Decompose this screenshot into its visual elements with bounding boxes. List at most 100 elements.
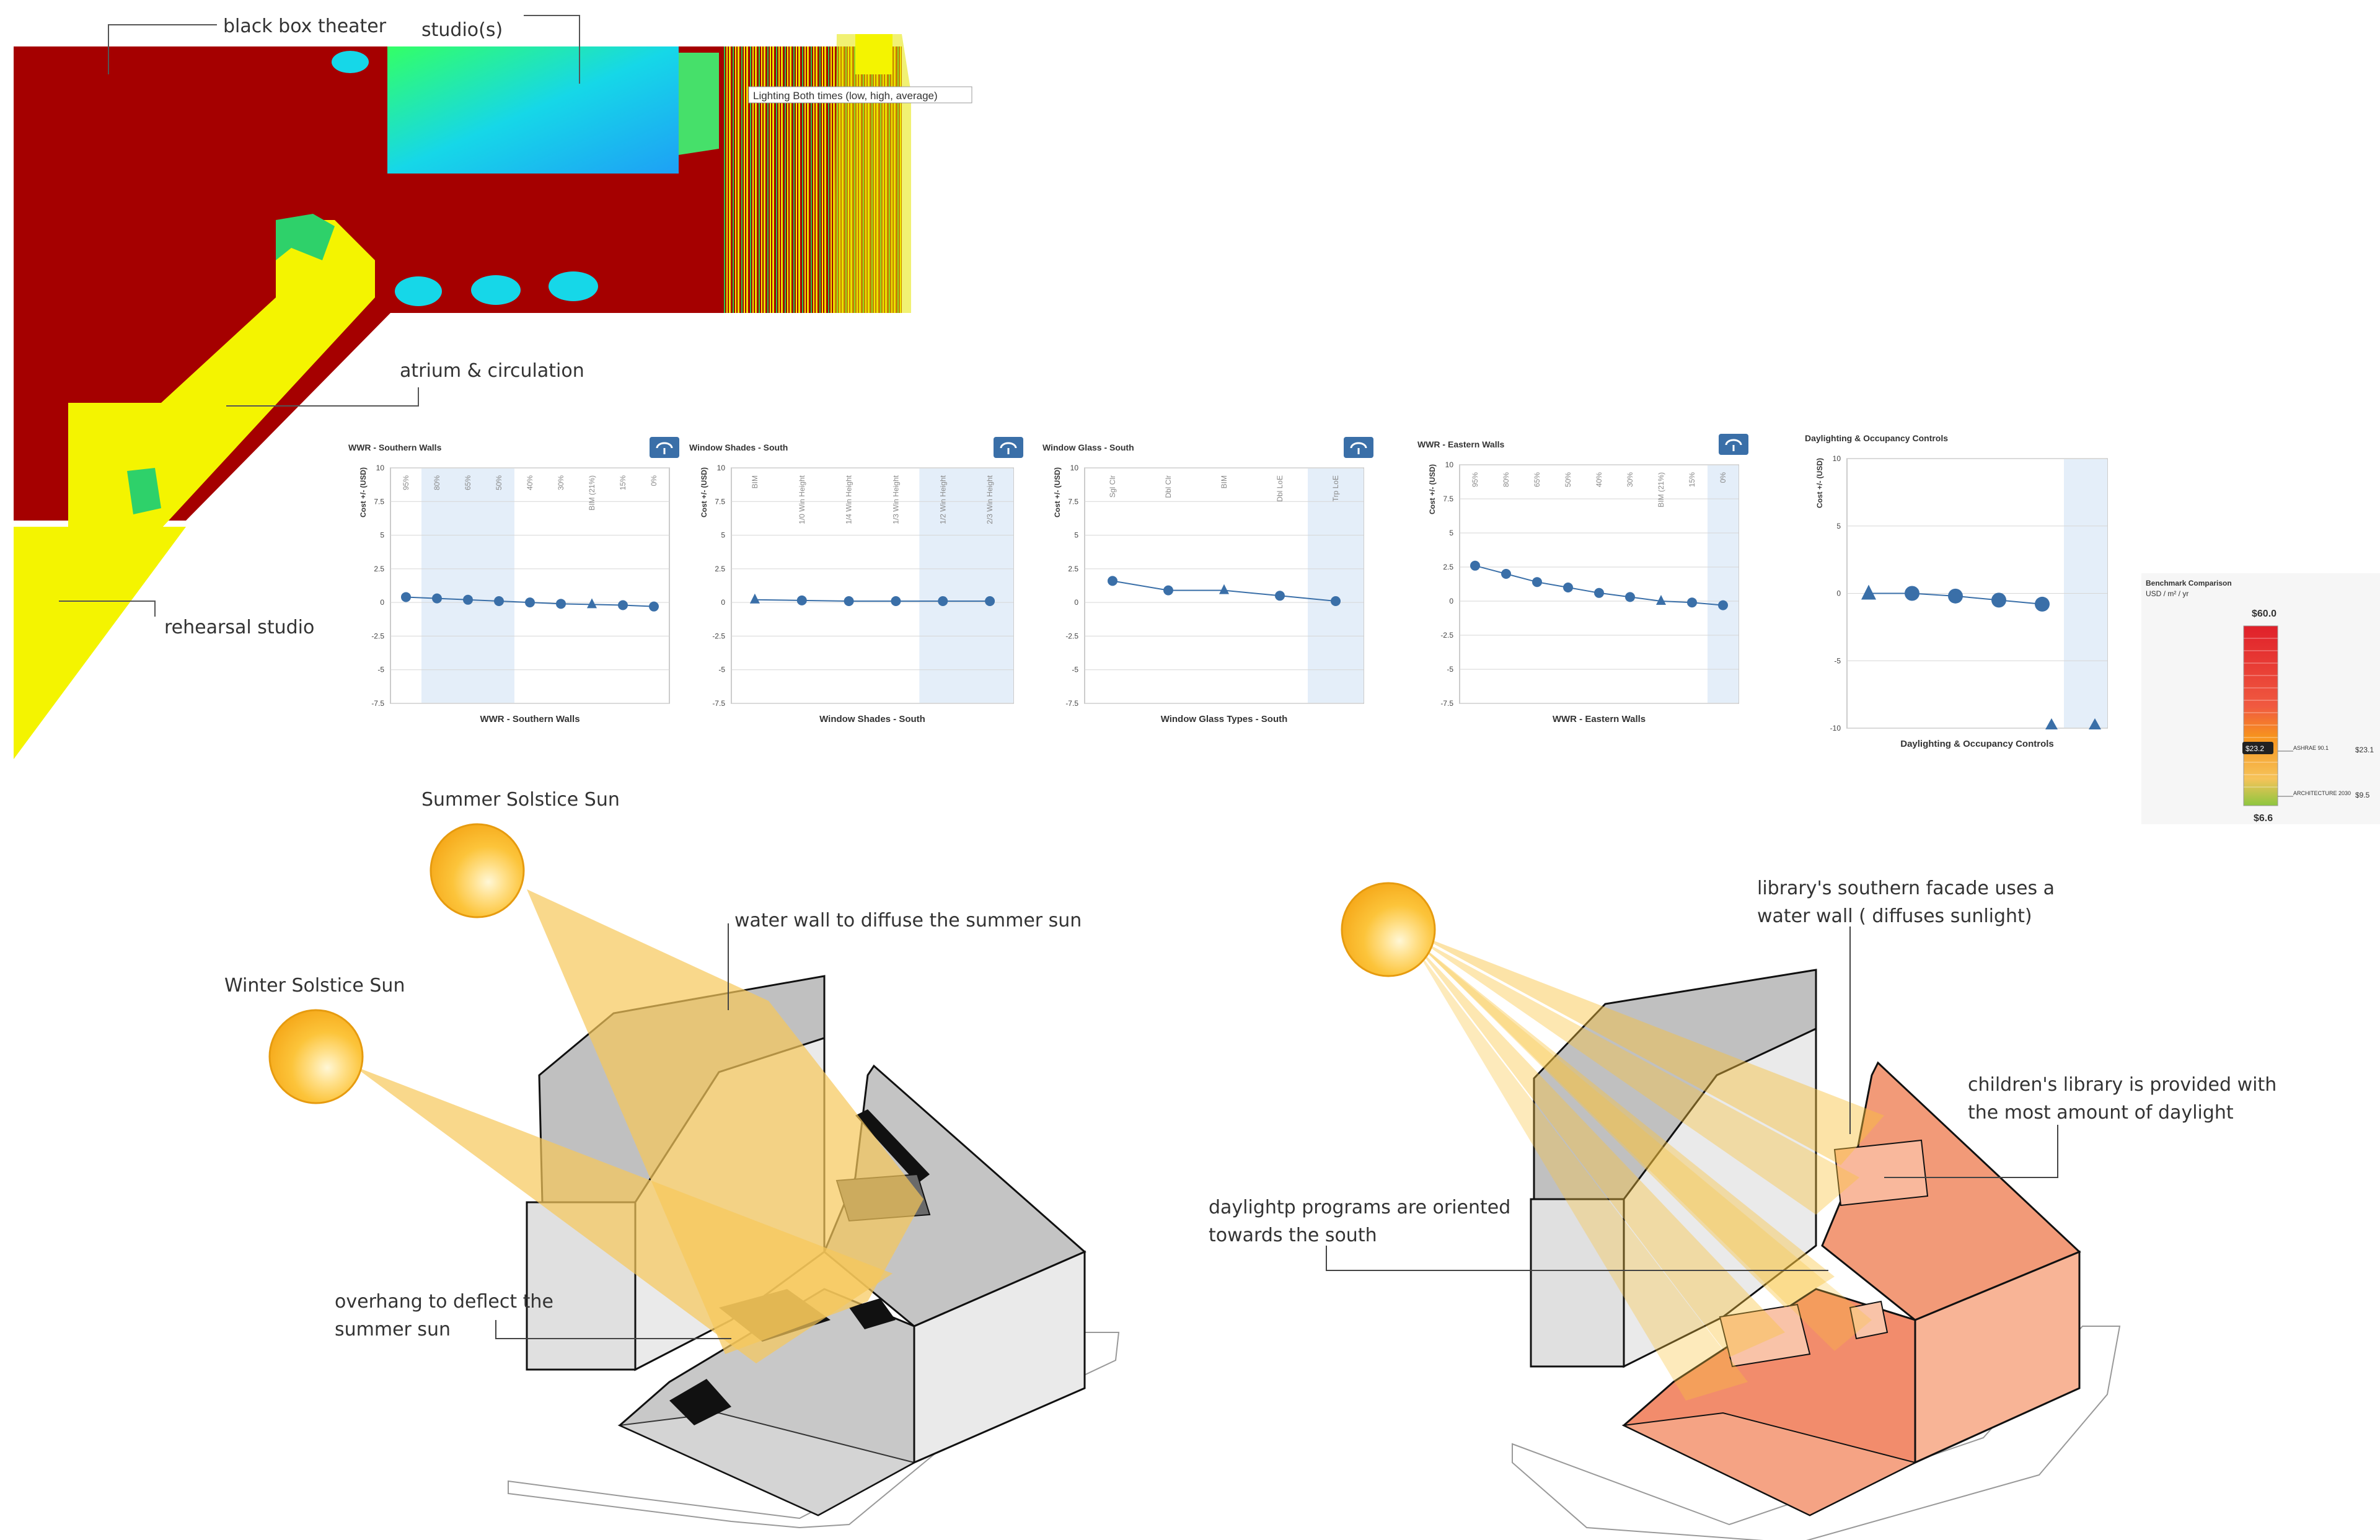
chart-y-tick: 7.5: [1443, 495, 1453, 503]
label-facade-1: library's southern facade uses a: [1757, 878, 2055, 899]
overhang-leader: [495, 1320, 731, 1339]
chart-category-label: 95%: [1471, 472, 1479, 487]
label-facade-2: water wall ( diffuses sunlight): [1757, 905, 2032, 927]
zone-spot-1: [395, 276, 442, 306]
chart-toggle-icon[interactable]: [1344, 437, 1373, 458]
chart-toggle-glyph: [1725, 439, 1742, 451]
black-box-callout: black box theater: [108, 15, 387, 74]
benchmark-bar-grid: [2244, 638, 2278, 788]
chart-point: [938, 596, 948, 606]
winter-sun-icon: [268, 1009, 364, 1104]
chart-5: Daylighting & Occupancy Controls1050-5-1…: [1805, 433, 2108, 749]
chart-category-label: BIM: [751, 475, 759, 488]
studio-callout: studio(s): [421, 15, 580, 84]
atrium-zone: [68, 220, 375, 545]
chart-axis-marker: [2089, 718, 2101, 729]
chart-y-tick: -5: [1072, 666, 1078, 674]
lighting-note: Lighting Both times (low, high, average): [753, 90, 938, 102]
chart-toggle-glyph: [1350, 442, 1367, 454]
summer-beam: [527, 889, 923, 1354]
chart-category-label: 65%: [1533, 472, 1541, 487]
chart-y-tick: 2.5: [374, 565, 384, 573]
lighting-note-box: [748, 86, 972, 103]
winter-beam: [353, 1066, 892, 1363]
chart-point: [1687, 597, 1697, 608]
chart-category-label: 0%: [1719, 472, 1727, 483]
label-programs-1: daylightp programs are oriented: [1209, 1197, 1510, 1218]
skylight-2: [849, 1298, 896, 1329]
chart-category-label: Dbl LoE: [1276, 475, 1284, 502]
chart-point: [1470, 560, 1480, 571]
label-winter-sun: Winter Solstice Sun: [224, 975, 405, 997]
chart-category-label: 15%: [619, 475, 627, 490]
chart-point-current: [1219, 584, 1229, 594]
chart-category-label: BIM (21%): [1657, 472, 1665, 508]
energy-charts: WWR - Southern Walls 10 7.5 5 2.5 0 -2.5 -5 -7.5…: [348, 433, 2108, 749]
chart-category-label: Sgl Clr: [1108, 475, 1117, 498]
benchmark-panel: Benchmark Comparison USD / m² / yr $60.0…: [2141, 573, 2380, 824]
chart-point: [1163, 585, 1173, 596]
chart-y-tick: 2.5: [1443, 563, 1453, 571]
chart-4: WWR - Eastern Walls107.552.50-2.5-5-7.5C…: [1417, 434, 1748, 724]
chart-x-label: WWR - Southern Walls: [480, 714, 580, 724]
chart-point: [1625, 592, 1635, 602]
chart-category-label: 50%: [495, 475, 503, 490]
plan-right-strip: [834, 34, 911, 313]
chart-y-tick: 5: [1449, 529, 1453, 537]
chart-category-label: 40%: [526, 475, 534, 490]
chart-point: [1905, 586, 1919, 601]
chart-y-tick: -7.5: [1440, 699, 1453, 708]
program-box: [1719, 1303, 1811, 1368]
chart-toggle-glyph: [1000, 442, 1017, 454]
chart-highlight-band: [919, 469, 1013, 703]
chart-y-tick: 5: [1836, 522, 1841, 530]
chart-point-current: [587, 598, 597, 609]
benchmark-unit: USD / m² / yr: [2146, 589, 2188, 598]
chart-toggle-icon[interactable]: [994, 437, 1023, 458]
chart-point: [844, 596, 854, 606]
zone-spot-3: [549, 271, 598, 301]
chart-x-label: Daylighting & Occupancy Controls: [1900, 739, 2054, 749]
chart-point: [494, 596, 504, 606]
small-box: [1849, 1300, 1889, 1340]
chart-y-tick: 10: [717, 464, 726, 472]
chart-y-tick: -5: [377, 666, 384, 674]
chart-series-line: [754, 599, 990, 602]
site-outline-2: [1512, 1326, 2121, 1540]
chart-y-tick: 5: [380, 531, 384, 540]
chart-toggle-icon[interactable]: [650, 437, 679, 458]
daylight-rays: [1413, 933, 1884, 1401]
plan-right-yellow: [855, 34, 892, 74]
chart-title: WWR - Southern Walls: [348, 442, 442, 452]
chart-y-tick: -5: [1447, 665, 1453, 674]
chart-y-tick: 0: [721, 598, 725, 607]
summer-sun-icon: [430, 823, 525, 918]
chart-toggle-icon[interactable]: [1719, 434, 1748, 455]
chart-point: [1108, 576, 1117, 586]
label-rehearsal: rehearsal studio: [164, 617, 314, 638]
studio-zone-edge: [679, 53, 719, 155]
chart-category-label: 30%: [1626, 472, 1634, 487]
chart-point: [463, 594, 473, 605]
arch-label: ARCHITECTURE 2030: [2293, 790, 2351, 796]
chart-x-label: WWR - Eastern Walls: [1553, 714, 1646, 724]
chart-point: [985, 596, 995, 606]
chart-y-tick: -2.5: [1440, 631, 1453, 640]
chart-category-label: 1/4 Win Height: [845, 475, 853, 524]
label-studios: studio(s): [421, 19, 503, 41]
chart-1: WWR - Southern Walls107.552.50-2.5-5-7.5…: [348, 437, 679, 724]
chart-point: [1501, 569, 1511, 579]
chart-category-label: 40%: [1595, 472, 1603, 487]
chart-y-tick: 5: [721, 531, 725, 540]
chart-category-label: 65%: [464, 475, 472, 490]
ashrae-value: $23.1: [2355, 746, 2374, 754]
chart-point: [556, 599, 566, 609]
chart-y-tick: -5: [1834, 656, 1841, 665]
chart-y-tick: 0: [380, 598, 384, 607]
benchmark-max: $60.0: [2252, 609, 2276, 619]
ashrae-label: ASHRAE 90.1: [2293, 745, 2329, 751]
chart-point: [1331, 596, 1341, 606]
label-summer-sun: Summer Solstice Sun: [421, 789, 620, 811]
chart-point: [1991, 592, 2006, 608]
